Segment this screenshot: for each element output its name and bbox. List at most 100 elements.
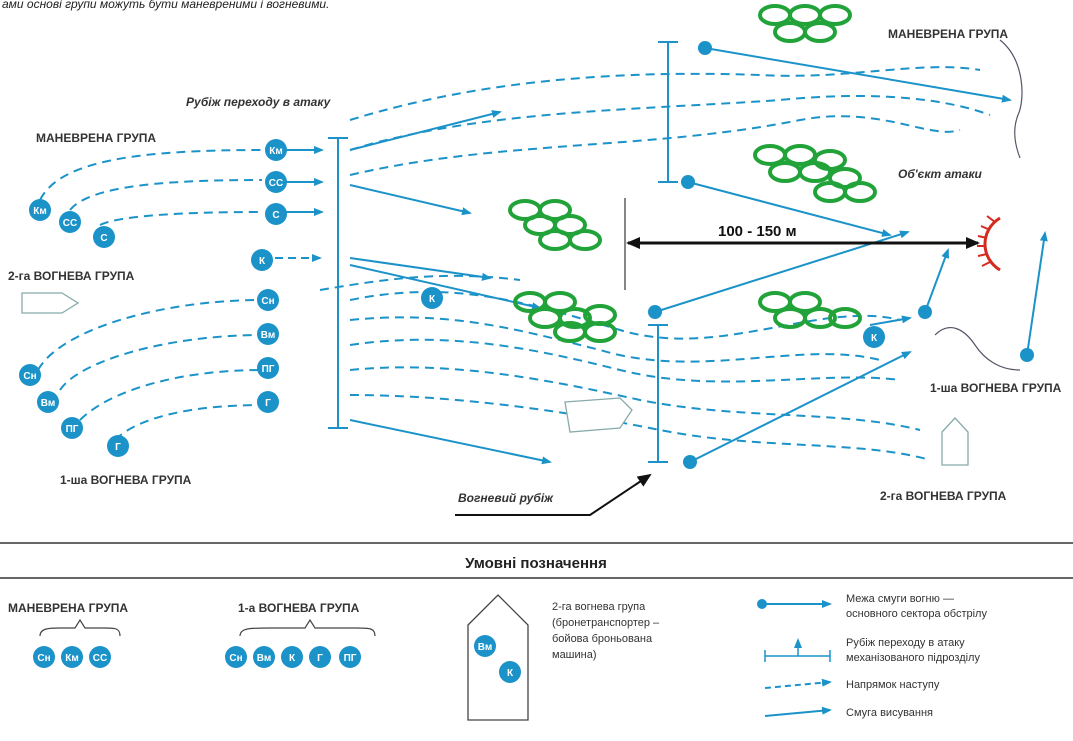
- header-text: ами основі групи можуть бути маневреними…: [2, 0, 329, 11]
- label-maneuver-group-left: МАНЕВРЕНА ГРУПА: [36, 131, 156, 145]
- unit-circle: К: [251, 249, 273, 271]
- legend-sector-1: Межа смуги вогню —: [846, 593, 954, 605]
- btr-shapes: [21, 292, 969, 466]
- vehicle-group-upper-right: [753, 144, 877, 203]
- svg-text:СС: СС: [269, 178, 283, 189]
- svg-text:К: К: [429, 294, 436, 305]
- btr-center-icon: [564, 397, 633, 433]
- unit-circle: Вм: [37, 391, 59, 413]
- terrain-contours: [934, 39, 1023, 371]
- vehicle-group-lower-right: [758, 291, 862, 329]
- dashed-movement-paths: [37, 66, 991, 461]
- label-fire-line: Вогневий рубіж: [458, 491, 554, 505]
- svg-text:Км: Км: [33, 206, 47, 217]
- legend-deploy-icon: [764, 706, 832, 717]
- unit-circle: Сн: [225, 646, 247, 668]
- unit-circle: С: [93, 226, 115, 248]
- unit-circle: ПГ: [339, 646, 361, 668]
- unit-circle: Км: [265, 139, 287, 161]
- legend-fire1-brace: [239, 618, 376, 637]
- unit-circle: Вм: [253, 646, 275, 668]
- label-maneuver-group-top: МАНЕВРЕНА ГРУПА: [888, 27, 1008, 41]
- legend-maneuver-brace: [39, 618, 121, 637]
- svg-text:Вм: Вм: [261, 330, 276, 341]
- unit-circle: Сн: [257, 289, 279, 311]
- vehicle-group-center: [508, 199, 602, 251]
- svg-text:СС: СС: [63, 218, 77, 229]
- label-fire-group-1-right: 1-ша ВОГНЕВА ГРУПА: [930, 381, 1062, 395]
- svg-text:ПГ: ПГ: [66, 424, 79, 435]
- label-attack-transition-line: Рубіж переходу в атаку: [186, 95, 332, 109]
- svg-text:ПГ: ПГ: [344, 653, 357, 664]
- svg-text:Сн: Сн: [261, 296, 274, 307]
- distance-label: 100 - 150 м: [718, 223, 797, 240]
- unit-circle: Г: [257, 391, 279, 413]
- svg-text:Г: Г: [265, 398, 271, 409]
- svg-text:Вм: Вм: [41, 398, 56, 409]
- legend-fire2-desc-3: бойова броньована: [552, 633, 653, 645]
- unit-circle: СС: [265, 171, 287, 193]
- legend-btr-icon: [467, 594, 529, 721]
- vehicle-group-lower-center: [513, 291, 617, 343]
- unit-circle: СС: [89, 646, 111, 668]
- svg-text:Вм: Вм: [478, 642, 493, 653]
- unit-circle: К: [281, 646, 303, 668]
- svg-text:Сн: Сн: [37, 653, 50, 664]
- legend-fire1-label: 1-а ВОГНЕВА ГРУПА: [238, 601, 360, 615]
- legend-attack-line-icon: [764, 638, 831, 662]
- unit-circle: Г: [309, 646, 331, 668]
- attack-transition-line: [328, 137, 348, 429]
- label-fire-group-1-left: 1-ша ВОГНЕВА ГРУПА: [60, 473, 192, 487]
- unit-circle: ПГ: [257, 357, 279, 379]
- unit-circle: К: [499, 661, 521, 683]
- unit-circle: К: [863, 326, 885, 348]
- svg-text:К: К: [259, 256, 266, 267]
- attack-object-arc: [977, 215, 1001, 272]
- unit-circle: С: [265, 203, 287, 225]
- legend-sector-2: основного сектора обстрілу: [846, 608, 987, 620]
- btr-right-icon: [941, 417, 969, 466]
- svg-text:Г: Г: [317, 653, 323, 664]
- unit-circle: Км: [61, 646, 83, 668]
- unit-circle: Км: [29, 199, 51, 221]
- unit-circle: Вм: [474, 635, 496, 657]
- fire-line-top: [648, 41, 678, 463]
- legend-deploy: Смуга висування: [846, 707, 933, 719]
- label-fire-group-2-left: 2-га ВОГНЕВА ГРУПА: [8, 269, 135, 283]
- svg-text:СС: СС: [93, 653, 107, 664]
- label-fire-group-2-right: 2-га ВОГНЕВА ГРУПА: [880, 489, 1007, 503]
- unit-circle: Сн: [33, 646, 55, 668]
- legend-fire2-desc-2: (бронетранспортер –: [552, 617, 660, 629]
- svg-text:Вм: Вм: [257, 653, 272, 664]
- legend-direction-icon: [764, 678, 832, 689]
- svg-text:Сн: Сн: [229, 653, 242, 664]
- legend-title: Умовні позначення: [465, 555, 607, 572]
- svg-text:Г: Г: [115, 442, 121, 453]
- svg-text:Сн: Сн: [23, 371, 36, 382]
- legend-fire2-desc-1: 2-га вогнева група: [552, 601, 646, 613]
- legend-direction: Напрямок наступу: [846, 679, 940, 691]
- fire-line-pointer: [455, 473, 652, 516]
- unit-circle: СС: [59, 211, 81, 233]
- svg-text:С: С: [100, 233, 107, 244]
- svg-text:К: К: [871, 333, 878, 344]
- label-attack-object: Об'єкт атаки: [898, 167, 983, 181]
- svg-text:Км: Км: [269, 146, 283, 157]
- unit-circle: Вм: [257, 323, 279, 345]
- legend-maneuver-label: МАНЕВРЕНА ГРУПА: [8, 601, 128, 615]
- unit-circle: Сн: [19, 364, 41, 386]
- unit-circle: К: [421, 287, 443, 309]
- svg-text:К: К: [289, 653, 296, 664]
- svg-text:Км: Км: [65, 653, 79, 664]
- sector-dots: [648, 41, 1034, 469]
- svg-text:С: С: [272, 210, 279, 221]
- solid-arrows: [275, 47, 1048, 465]
- legend-attack-line-2: механізованого підрозділу: [846, 652, 980, 664]
- unit-circle: Г: [107, 435, 129, 457]
- legend-fire2-desc-4: машина): [552, 649, 597, 661]
- svg-text:К: К: [507, 668, 514, 679]
- legend-attack-line-1: Рубіж переходу в атаку: [846, 637, 965, 649]
- vehicle-group-top: [758, 4, 852, 43]
- btr-left-icon: [21, 292, 80, 314]
